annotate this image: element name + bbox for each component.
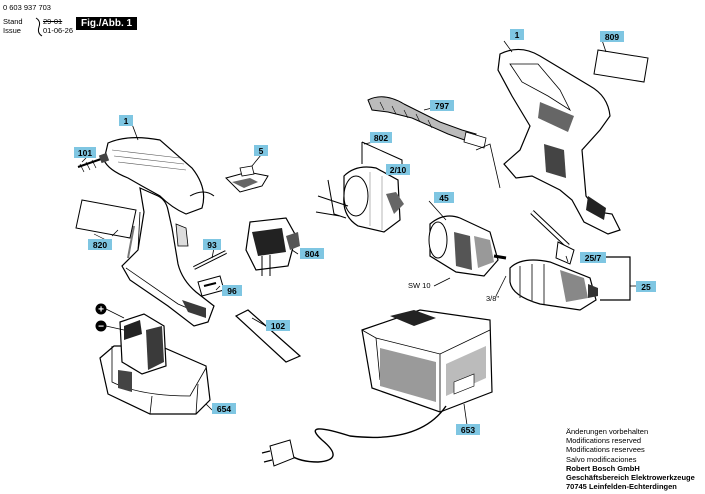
callouts: 1 5 101 820 93 804 96 102 654 653 802 2/… [74, 29, 656, 435]
callout-654: 654 [217, 404, 231, 414]
thread-size-label: 3/8" [486, 294, 499, 303]
callout-box-2-10 [386, 164, 410, 175]
callout-820: 820 [93, 240, 107, 250]
plus-sign: + [98, 305, 104, 316]
minus-terminal-icon [95, 320, 107, 332]
drill-body [103, 137, 215, 327]
switch-5 [225, 165, 269, 193]
callout-809: 809 [605, 32, 619, 42]
minus-sign: − [98, 322, 104, 333]
callout-1-tool: 1 [124, 116, 129, 126]
figure-label: Fig./Abb. 1 [76, 17, 138, 30]
housing-half [497, 48, 621, 235]
callout-box-809 [600, 31, 624, 42]
strap-797 [367, 96, 477, 143]
callout-box-96 [222, 285, 242, 296]
callout-box-654 [212, 403, 236, 414]
plug-icon [269, 439, 295, 467]
callout-5: 5 [259, 146, 264, 156]
callout-93: 93 [207, 240, 217, 250]
plus-terminal-icon [95, 303, 107, 315]
callout-box-25-7 [580, 252, 606, 263]
company-division: Geschäftsbereich Elektrowerkzeuge [566, 473, 695, 483]
callout-box-804 [300, 248, 324, 259]
charger-cable [289, 405, 447, 463]
callout-box-93 [203, 239, 221, 250]
document-number: 0 603 937 703 [3, 3, 51, 12]
callout-box-1-housing [510, 29, 524, 40]
callout-653: 653 [461, 425, 475, 435]
callout-box-820 [88, 239, 112, 250]
callout-102: 102 [271, 321, 285, 331]
callout-box-45 [434, 192, 454, 203]
drill-chuck-25 [509, 259, 598, 311]
brush-93 [193, 250, 227, 270]
note-line-1: Änderungen vorbehalten [566, 427, 649, 436]
footer-notes: Änderungen vorbehalten Modifications res… [566, 427, 695, 491]
callout-45: 45 [439, 193, 449, 203]
callout-box-101 [74, 147, 96, 158]
issue-label: Issue [3, 26, 21, 35]
company-address: 70745 Leinfelden-Echterdingen [566, 482, 677, 492]
callout-802: 802 [374, 133, 388, 143]
callout-box-653 [456, 424, 480, 435]
callout-box-25 [636, 281, 656, 292]
stand-date: 29-01 [43, 17, 63, 26]
callout-96: 96 [227, 286, 237, 296]
callout-box-1-tool [119, 115, 133, 126]
screw-101 [77, 152, 110, 173]
callout-1-housing: 1 [515, 30, 520, 40]
callout-2-10: 2/10 [390, 165, 407, 175]
switch-module-804 [245, 217, 300, 276]
callout-797: 797 [435, 101, 449, 111]
charger-653 [361, 309, 493, 413]
battery-pack-654 [99, 313, 211, 415]
callout-804: 804 [305, 249, 319, 259]
note-line-4: Salvo modificaciones [566, 454, 637, 464]
gearbox-45 [428, 215, 507, 277]
wire-102 [234, 309, 302, 363]
clip-96 [197, 275, 225, 297]
callout-box-802 [370, 132, 392, 143]
company-name: Robert Bosch GmbH [566, 463, 640, 473]
chuck-key-25-7 [530, 210, 575, 265]
bracket-mark [35, 17, 43, 37]
note-line-3: Modifications reservees [566, 445, 645, 455]
callout-box-797 [430, 100, 454, 111]
stand-label: Stand [3, 17, 23, 26]
callout-25-7: 25/7 [585, 253, 602, 263]
wrench-size-label: SW 10 [408, 281, 431, 290]
motor-802 [315, 166, 404, 233]
callout-box-102 [266, 320, 290, 331]
callout-25: 25 [641, 282, 651, 292]
callout-101: 101 [78, 148, 92, 158]
issue-date: 01-06-26 [43, 26, 74, 35]
note-line-2: Modifications reserved [566, 436, 642, 446]
callout-box-5 [254, 145, 268, 156]
